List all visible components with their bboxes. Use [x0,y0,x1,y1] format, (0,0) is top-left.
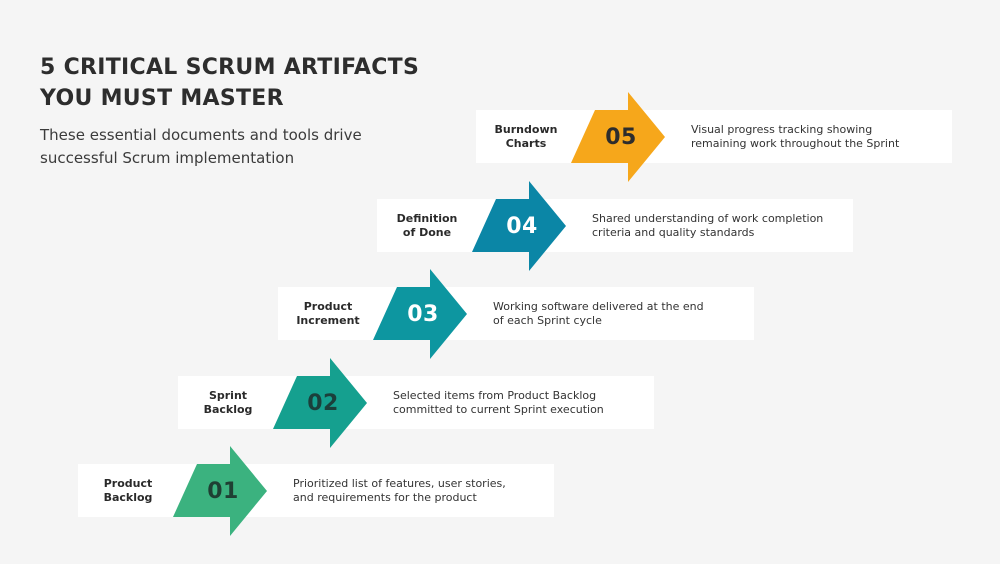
step-name: Sprint Backlog [178,376,278,429]
step-name: Product Increment [278,287,378,340]
step-arrow-icon [571,92,665,182]
step-card [278,287,754,340]
step-name-line: Burndown [494,122,558,136]
step-card [476,110,952,163]
step-description-line: remaining work throughout the Sprint [691,136,900,150]
page-title-line: YOU MUST MASTER [40,86,284,111]
step-number: 01 [207,478,239,504]
step-description-line: Selected items from Product Backlog [393,388,597,402]
step-description-line: criteria and quality standards [592,225,755,239]
step-description-line: Working software delivered at the end [493,299,704,313]
step-arrow-icon [373,269,467,359]
page-subtitle: These essential documents and tools driv… [40,124,362,170]
step-name-line: Product [303,299,353,313]
step-card [78,464,554,517]
step-name-line: Product [103,476,153,490]
step-description: Working software delivered at the end of… [493,287,748,340]
step-number: 03 [407,301,439,327]
step-description: Visual progress tracking showing remaini… [691,110,946,163]
step-product-backlog: Product Backlog 01 Prioritized list of f… [78,446,554,536]
step-number: 05 [605,124,637,150]
step-name-line: of Done [402,225,452,239]
step-description-line: Prioritized list of features, user stori… [293,476,506,490]
step-description: Selected items from Product Backlog comm… [393,376,648,429]
step-number: 02 [307,390,339,416]
step-number: 04 [506,213,538,239]
step-card [178,376,654,429]
step-description-line: Shared understanding of work completion [592,211,824,225]
step-card [377,199,853,252]
page-title-line: 5 CRITICAL SCRUM ARTIFACTS [40,55,420,80]
step-arrow-icon [273,358,367,448]
step-arrow-icon [472,181,566,271]
step-name-line: Charts [505,136,547,150]
step-description-line: committed to current Sprint execution [393,402,604,416]
step-name: Definition of Done [377,199,477,252]
step-name-line: Definition [396,211,458,225]
page-subtitle-line: successful Scrum implementation [40,149,295,167]
step-description-line: of each Sprint cycle [493,313,602,327]
step-name: Burndown Charts [476,110,576,163]
step-description-line: Visual progress tracking showing [691,122,873,136]
page-title: 5 CRITICAL SCRUM ARTIFACTS YOU MUST MAST… [40,52,419,114]
step-name-line: Increment [296,313,360,327]
step-product-increment: Product Increment 03 Working software de… [278,269,754,359]
step-name-line: Backlog [103,490,153,504]
page-subtitle-line: These essential documents and tools driv… [40,126,362,144]
step-burndown-charts: Burndown Charts 05 Visual progress track… [476,92,952,182]
step-description: Shared understanding of work completion … [592,199,847,252]
step-definition-of-done: Definition of Done 04 Shared understandi… [377,181,853,271]
step-description: Prioritized list of features, user stori… [293,464,548,517]
step-name: Product Backlog [78,464,178,517]
step-name-line: Backlog [203,402,253,416]
step-name-line: Sprint [208,388,248,402]
step-sprint-backlog: Sprint Backlog 02 Selected items from Pr… [178,358,654,448]
step-description-line: and requirements for the product [293,490,477,504]
step-arrow-icon [173,446,267,536]
